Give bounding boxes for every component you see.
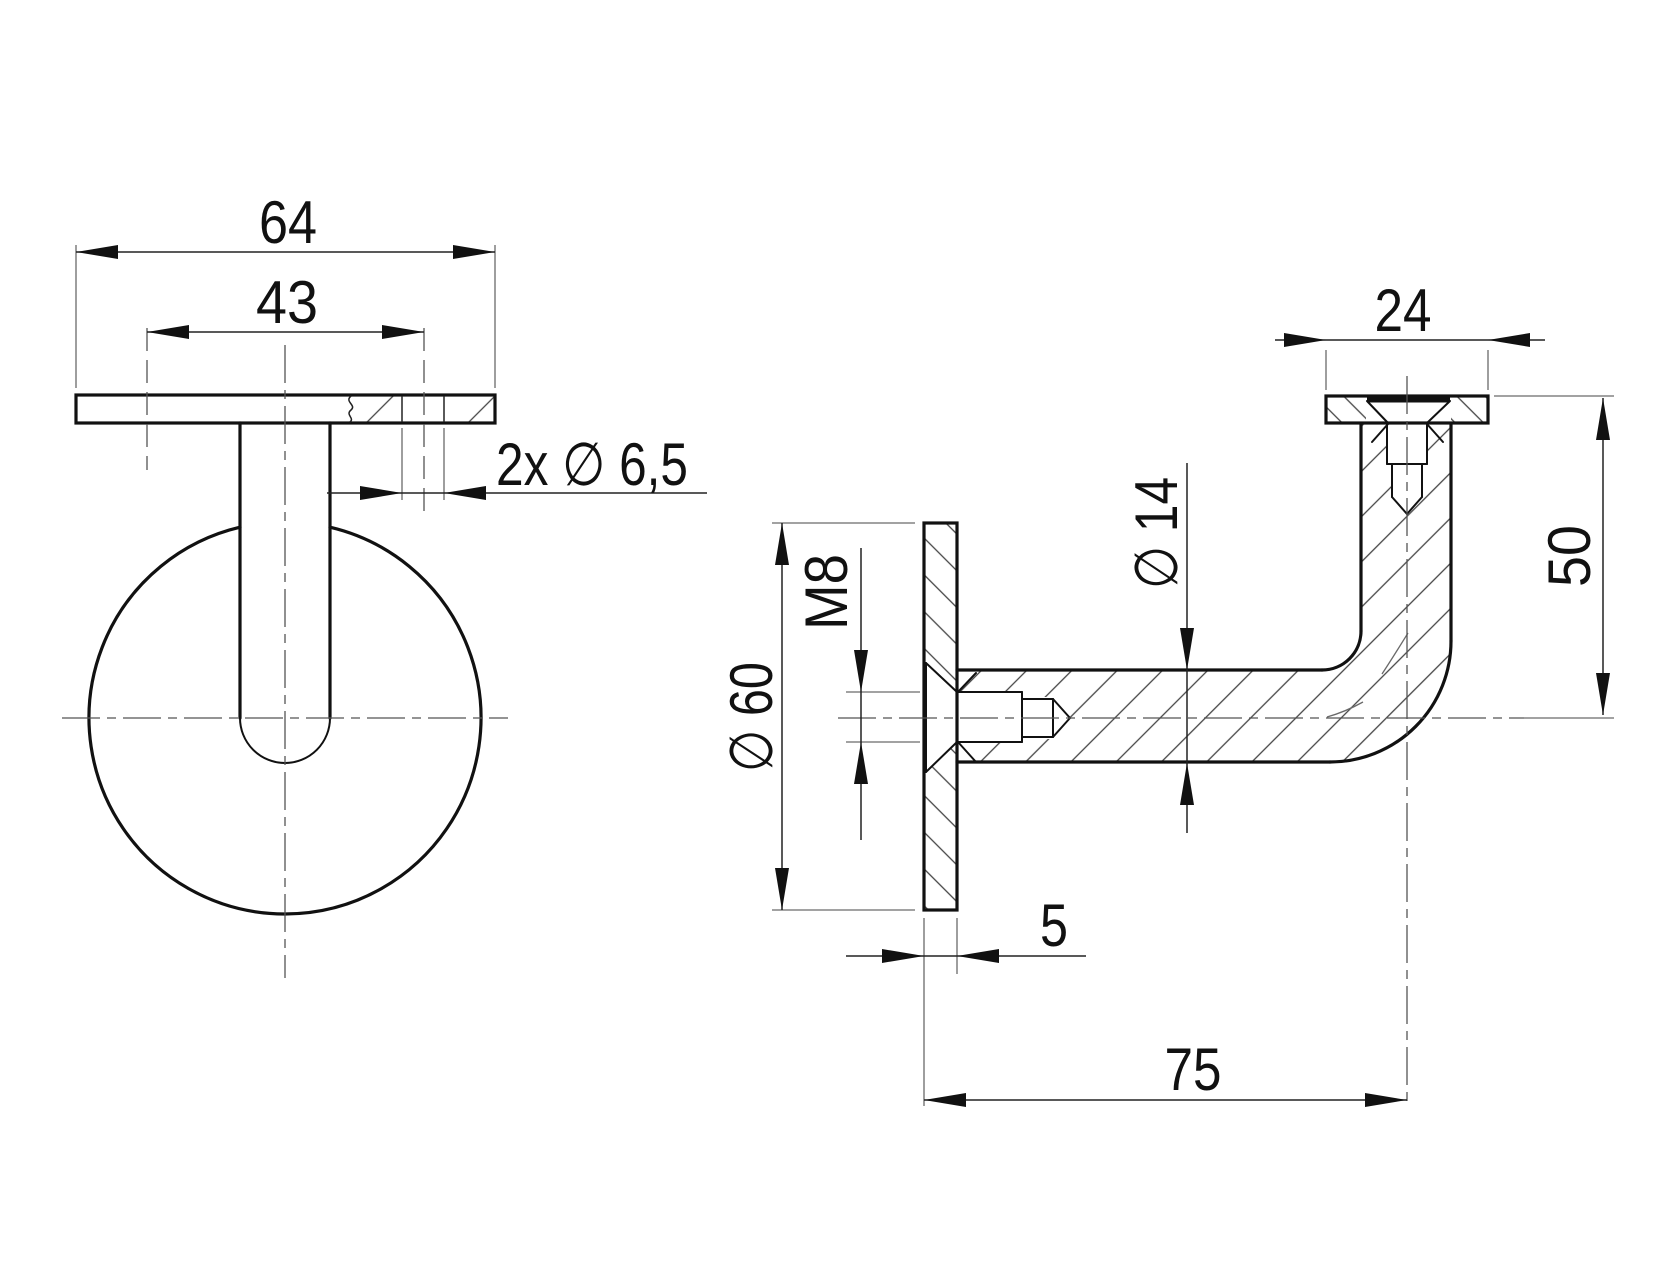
saddle-hatch-left xyxy=(1327,397,1366,422)
side-centerlines xyxy=(838,376,1524,1106)
dim-arm-diameter-label: ∅ 14 xyxy=(1123,477,1190,589)
dim-mount-holes: 2x ∅ 6,5 xyxy=(327,428,707,500)
dim-wall-plate-diameter-label: ∅ 60 xyxy=(718,662,785,772)
front-view: 64 43 2x ∅ 6,5 xyxy=(62,189,707,978)
dim-saddle-length-label: 64 xyxy=(259,189,317,256)
dim-wall-offset: 75 xyxy=(924,1036,1407,1107)
dim-saddle-width: 24 xyxy=(1275,277,1545,390)
dim-thread-size: M8 xyxy=(793,548,920,840)
dim-riser-height: 50 xyxy=(1494,395,1614,719)
dim-thread-size-label: M8 xyxy=(793,554,860,630)
dim-saddle-length: 64 xyxy=(75,189,496,388)
bend-contour-line xyxy=(1326,701,1364,718)
dim-mount-holes-label: 2x ∅ 6,5 xyxy=(496,431,688,498)
dim-hole-spacing: 43 xyxy=(147,269,424,339)
dim-wall-plate-diameter: ∅ 60 xyxy=(718,522,915,911)
front-centerlines xyxy=(62,328,508,978)
saddle-hatch-right xyxy=(1451,397,1487,422)
dim-saddle-width-label: 24 xyxy=(1375,277,1432,344)
dim-wall-plate-thickness-label: 5 xyxy=(1040,892,1068,959)
front-saddle-hatching xyxy=(352,396,494,422)
arm-section xyxy=(955,422,1453,764)
mounting-screw-side xyxy=(925,662,1071,773)
dim-riser-height-label: 50 xyxy=(1536,525,1603,587)
bend-contour-line xyxy=(1381,632,1409,675)
saddle-screw xyxy=(1366,397,1451,515)
wall-plate-section xyxy=(922,521,959,912)
side-view: 24 50 ∅ 14 ∅ 60 xyxy=(718,277,1614,1107)
arm-hatch xyxy=(957,424,1451,762)
dim-wall-offset-label: 75 xyxy=(1165,1036,1222,1103)
dim-hole-spacing-label: 43 xyxy=(256,269,318,336)
dim-arm-diameter: ∅ 14 xyxy=(1123,463,1194,833)
dim-wall-plate-thickness: 5 xyxy=(846,892,1086,1106)
section-break-line xyxy=(348,395,354,423)
